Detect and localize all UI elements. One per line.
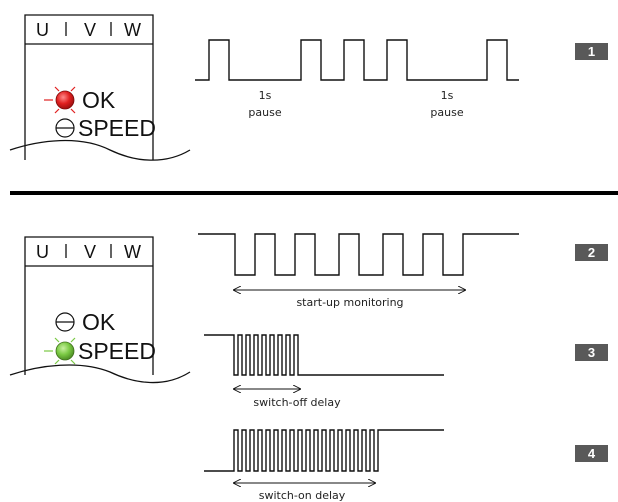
- waveform-1: [195, 39, 519, 81]
- led-ray: [70, 108, 76, 114]
- badge-4-label: 4: [588, 446, 596, 461]
- terminal-v-label: V: [84, 20, 96, 40]
- pause-label-1-line1: 1s: [259, 89, 272, 102]
- switch-on-delay-label: switch-on delay: [259, 489, 346, 502]
- terminal-u-label: U: [36, 20, 49, 40]
- waveform-2: [198, 233, 519, 276]
- speed-led-off: [55, 118, 75, 138]
- badge-1: 1: [575, 43, 608, 60]
- device-bottom-cut-edge: [9, 364, 191, 384]
- speed-led-green: [44, 337, 76, 365]
- switch-off-delay-label: switch-off delay: [253, 396, 341, 409]
- badge-2: 2: [575, 244, 608, 261]
- waveform-3: [204, 334, 444, 376]
- led-ray: [54, 86, 60, 92]
- speed-label: SPEED: [78, 338, 156, 364]
- led-lamp: [55, 341, 75, 361]
- badge-2-bg: [575, 244, 608, 261]
- led-ray: [54, 337, 60, 343]
- badge-2-label: 2: [588, 245, 595, 260]
- badge-3: 3: [575, 344, 608, 361]
- badge-1-label: 1: [588, 44, 595, 59]
- device-bottom: U V W OK SPEED: [9, 236, 191, 384]
- device-top-cut-edge: [9, 139, 191, 161]
- device-top: U V W OK SPEED: [9, 14, 191, 161]
- pause-label-1-line2: pause: [248, 106, 281, 119]
- badge-4: 4: [575, 445, 608, 462]
- terminal-w-label: W: [124, 242, 141, 262]
- startup-monitoring-label: start-up monitoring: [296, 296, 403, 309]
- led-lamp: [55, 90, 75, 110]
- ok-label: OK: [82, 309, 116, 335]
- pause-label-2-line1: 1s: [441, 89, 454, 102]
- badge-3-label: 3: [588, 345, 595, 360]
- ok-label: OK: [82, 87, 116, 113]
- led-ray: [54, 108, 60, 114]
- device-top-outline: [24, 14, 154, 160]
- led-ray: [70, 359, 76, 365]
- led-ray: [54, 359, 60, 365]
- ok-led-off: [55, 312, 75, 332]
- terminal-v-label: V: [84, 242, 96, 262]
- pause-label-2-line2: pause: [430, 106, 463, 119]
- led-ray: [70, 337, 76, 343]
- badge-1-bg: [575, 43, 608, 60]
- waveform-4: [204, 429, 444, 472]
- led-ray: [70, 86, 76, 92]
- ok-led-red: [44, 86, 76, 114]
- terminal-w-label: W: [124, 20, 141, 40]
- device-bottom-outline: [24, 236, 154, 375]
- badge-3-bg: [575, 344, 608, 361]
- badge-4-bg: [575, 445, 608, 462]
- terminal-u-label: U: [36, 242, 49, 262]
- speed-label: SPEED: [78, 115, 156, 141]
